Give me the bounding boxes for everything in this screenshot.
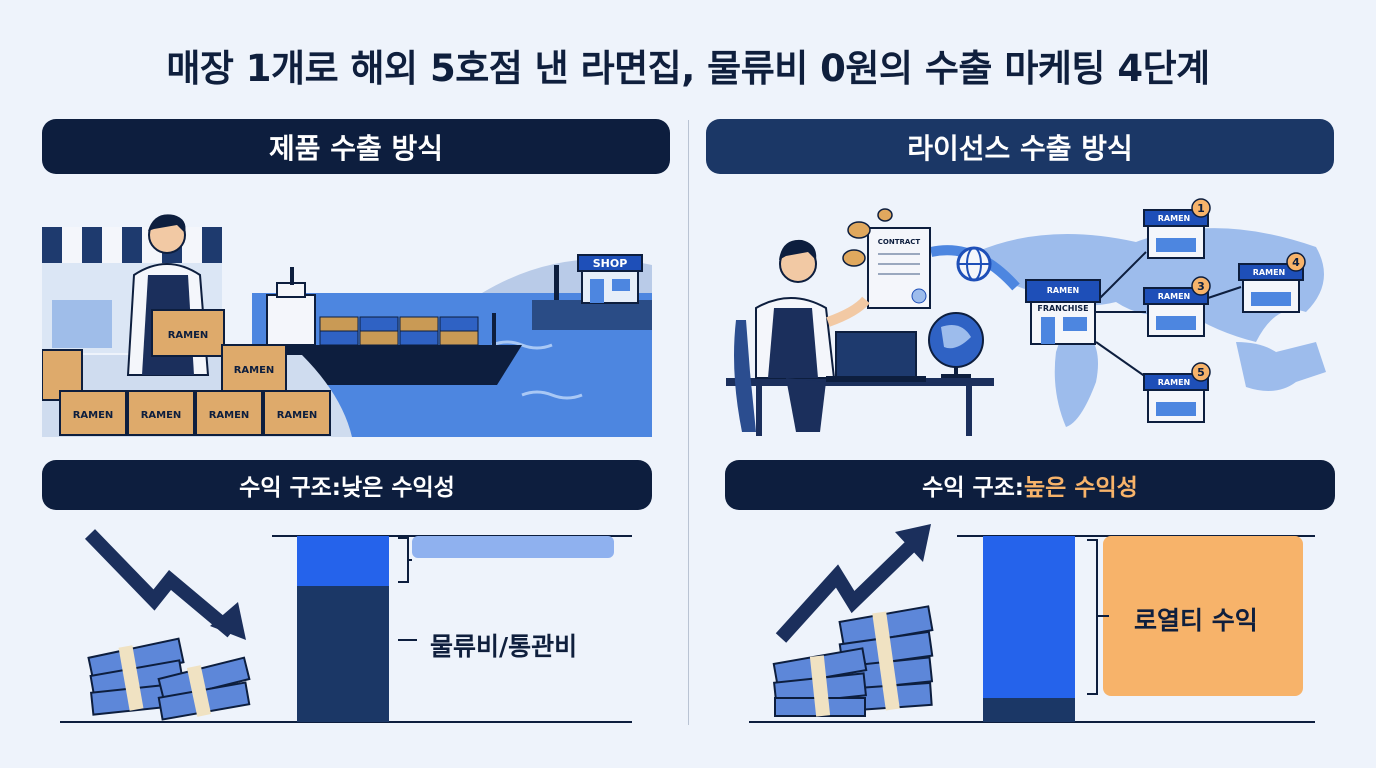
branch-5-label: RAMEN <box>1158 378 1190 387</box>
license-export-illustration: RAMEN FRANCHISE RAMEN 1 RAMEN 3 RAMEN 4 <box>726 198 1326 436</box>
contract-document-icon <box>867 227 931 309</box>
left-profit-diagram <box>60 529 632 723</box>
franchise-branch-4 <box>1238 263 1304 313</box>
franchise-branch-5 <box>1143 373 1209 423</box>
branch-4-number: 4 <box>1292 256 1300 269</box>
franchise-owner-figure <box>755 239 870 432</box>
left-profit-prefix: 수익 구조: <box>239 475 342 501</box>
product-export-illustration: SHOP RAMEN RAMEN <box>42 205 652 437</box>
franchise-hq-bottom: FRANCHISE <box>1037 304 1088 313</box>
branch-3-label: RAMEN <box>1158 292 1190 301</box>
left-profit-structure-header: 수익 구조: 낮은 수익성 <box>42 460 652 510</box>
branch-5-number: 5 <box>1197 366 1205 379</box>
world-map <box>976 228 1326 427</box>
product-export-header: 제품 수출 방식 <box>42 119 670 174</box>
box-label: RAMEN <box>141 410 182 421</box>
box-label: RAMEN <box>234 365 275 376</box>
box-label: RAMEN <box>73 410 114 421</box>
logistics-cost-label: 물류비/통관비 <box>430 632 578 661</box>
franchise-hq <box>1025 279 1101 345</box>
money-stack-icon <box>87 637 251 721</box>
right-profit-diagram <box>749 524 1315 723</box>
right-profit-value: 높은 수익성 <box>1024 475 1138 501</box>
left-profit-strip <box>412 536 614 558</box>
branch-3-number: 3 <box>1197 280 1205 293</box>
right-cost-segment <box>983 698 1075 722</box>
branch-1-label: RAMEN <box>1158 214 1190 223</box>
right-profit-segment <box>983 536 1075 698</box>
license-export-header-text: 라이선스 수출 방식 <box>907 131 1133 165</box>
contract-label: CONTRACT <box>878 238 921 246</box>
ramen-boxes: RAMEN RAMEN RAMEN RAMEN RAMEN RAMEN <box>42 309 331 436</box>
box-label: RAMEN <box>209 410 250 421</box>
box-label: RAMEN <box>168 330 209 341</box>
center-divider <box>688 120 689 725</box>
up-trend-arrow-icon <box>775 534 922 643</box>
money-stack-icon <box>772 605 934 717</box>
royalty-revenue-label: 로열티 수익 <box>1134 606 1258 635</box>
product-export-header-text: 제품 수출 방식 <box>268 131 444 165</box>
branch-1-number: 1 <box>1197 202 1205 215</box>
left-cost-segment <box>297 586 389 722</box>
license-export-header: 라이선스 수출 방식 <box>706 119 1334 174</box>
left-profit-value: 낮은 수익성 <box>341 475 455 501</box>
shop-icon <box>577 254 643 304</box>
coins-icon <box>842 208 893 267</box>
franchise-branch-3 <box>1143 287 1209 337</box>
franchise-hq-top: RAMEN <box>1047 286 1079 295</box>
shop-sign: SHOP <box>593 257 628 270</box>
left-profit-segment <box>297 536 389 586</box>
down-trend-arrow-icon <box>84 529 237 638</box>
laptop-icon <box>826 331 926 382</box>
royalty-box <box>1103 536 1303 696</box>
right-profit-prefix: 수익 구조: <box>922 475 1025 501</box>
branch-4-label: RAMEN <box>1253 268 1285 277</box>
desk-globe-icon <box>928 312 984 379</box>
franchise-branch-1 <box>1143 209 1209 259</box>
right-profit-structure-header: 수익 구조: 높은 수익성 <box>725 460 1335 510</box>
page-title: 매장 1개로 해외 5호점 낸 라면집, 물류비 0원의 수출 마케팅 4단계 <box>166 47 1210 90</box>
box-label: RAMEN <box>277 410 318 421</box>
